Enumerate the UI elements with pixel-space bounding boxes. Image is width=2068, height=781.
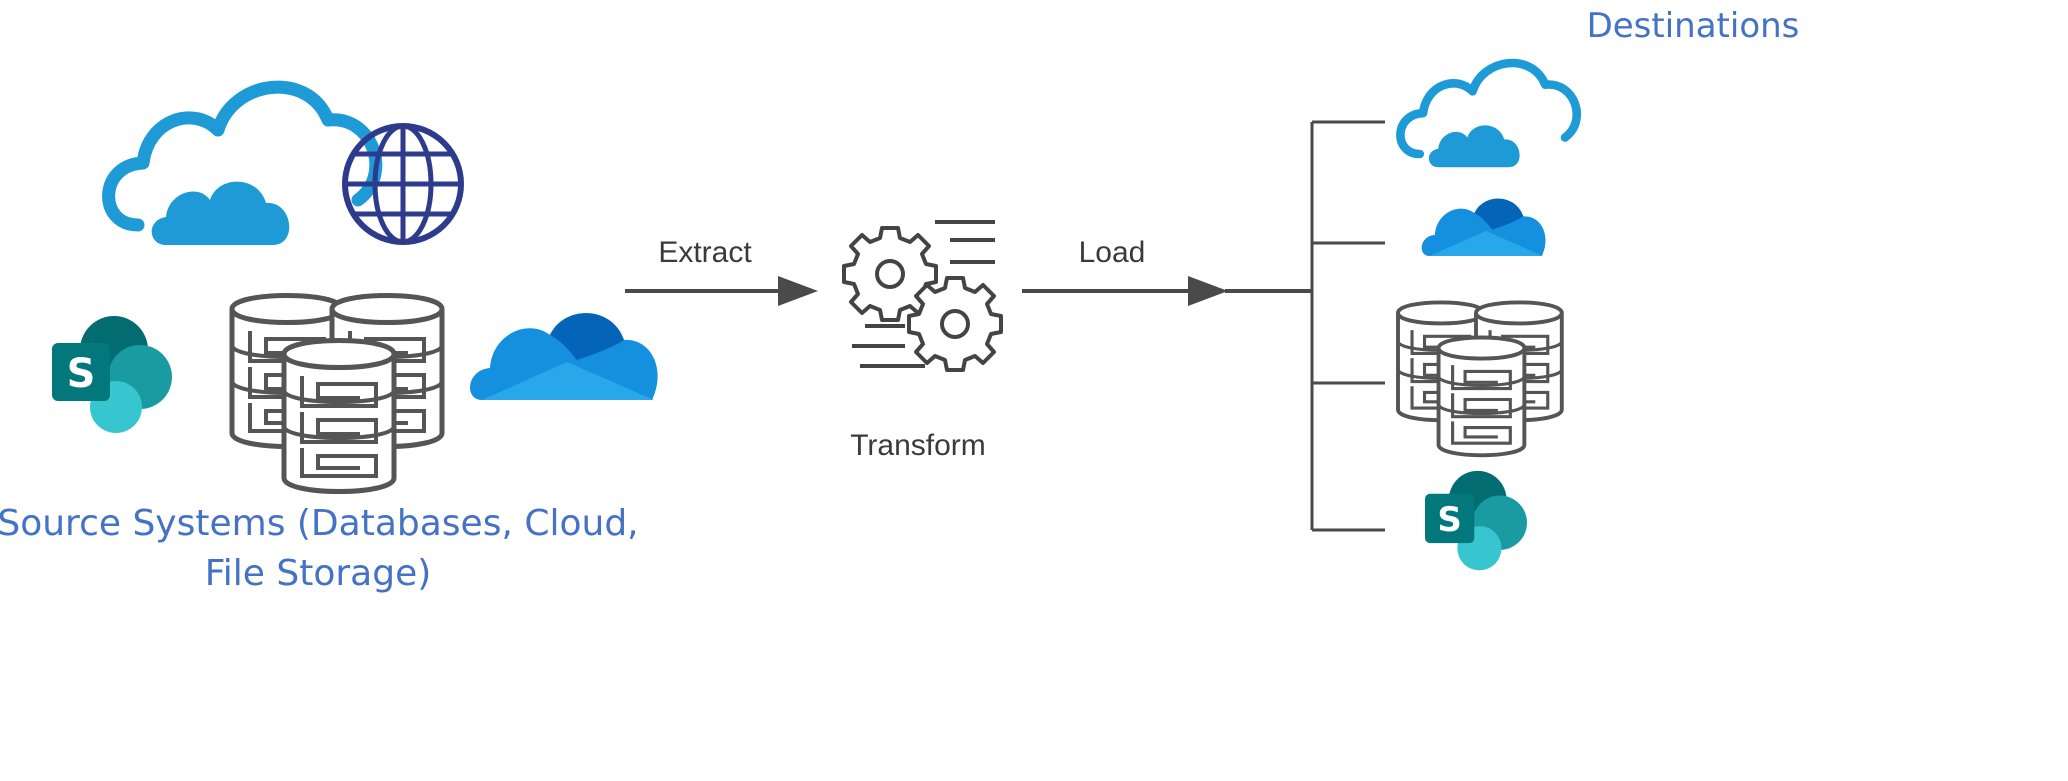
database-cluster-icon xyxy=(232,296,442,492)
globe-icon xyxy=(342,123,464,245)
load-arrow xyxy=(1022,276,1312,306)
transform-label: Transform xyxy=(850,429,986,462)
destinations-label: Destinations xyxy=(1587,6,1800,46)
load-label: Load xyxy=(1079,236,1146,269)
gears-icon xyxy=(842,220,1003,372)
onedrive-icon xyxy=(470,313,658,400)
sharepoint-icon xyxy=(52,316,172,433)
destination-onedrive-icon xyxy=(1421,198,1546,256)
source-label-line1: Source Systems (Databases, Cloud, xyxy=(0,503,639,544)
destination-sharepoint-icon xyxy=(1425,470,1527,571)
source-label-line2: File Storage) xyxy=(205,553,432,594)
cloud-outline-icon xyxy=(109,87,376,245)
destination-database-cluster-icon xyxy=(1398,302,1562,455)
extract-arrow xyxy=(625,276,818,306)
branch-connector xyxy=(1310,120,1385,532)
destination-cloud-outline-icon xyxy=(1400,63,1576,167)
extract-label: Extract xyxy=(658,236,752,269)
